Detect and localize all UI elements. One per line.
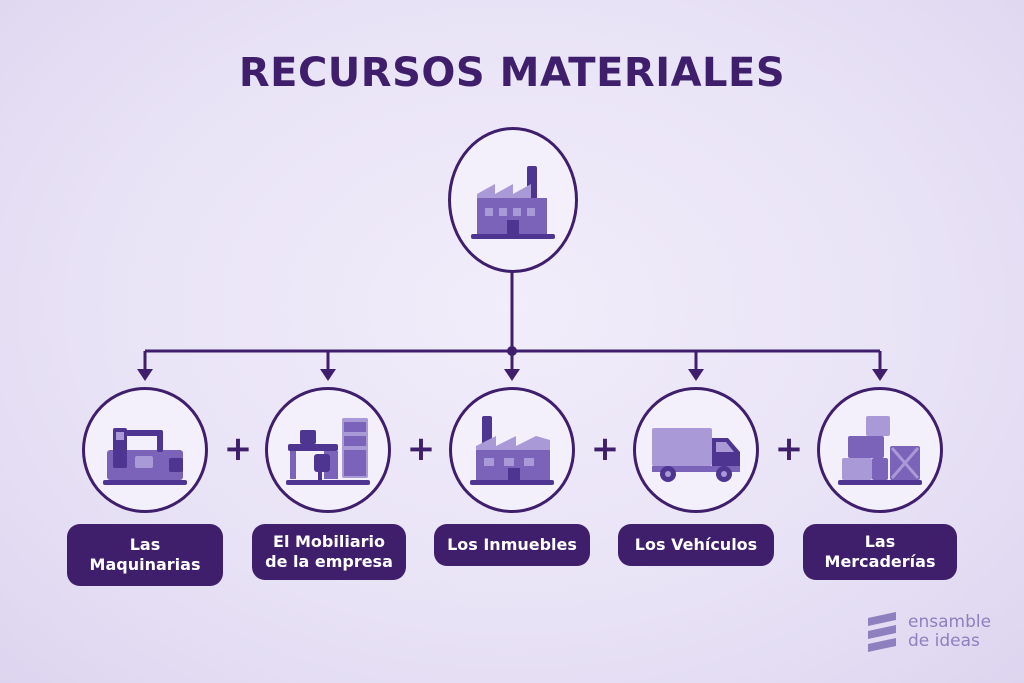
boxes-icon <box>838 416 922 485</box>
branch-drops <box>143 351 882 372</box>
arrowheads <box>137 369 888 381</box>
factory-icon <box>471 166 555 239</box>
diagram-title: RECURSOS MATERIALES <box>238 50 786 96</box>
node-vehiculos <box>633 387 759 513</box>
plus-sign-4: + <box>774 429 804 469</box>
plus-sign-3: + <box>590 429 620 469</box>
label-line: El Mobiliario <box>273 532 385 551</box>
logo-line-1: ensamble <box>908 612 992 632</box>
building-icon <box>470 416 554 485</box>
plus-sign-2: + <box>406 429 436 469</box>
label-mercaderias: Las Mercaderías <box>803 524 957 580</box>
arrowhead-5 <box>872 369 888 381</box>
ensamble-logo-icon <box>868 612 896 652</box>
label-line: de la empresa <box>265 552 393 571</box>
logo-line-2: de ideas <box>908 631 980 651</box>
label-line: Los Inmuebles <box>447 535 577 554</box>
node-mobiliario <box>265 387 391 513</box>
label-line: Las Maquinarias <box>89 535 201 574</box>
label-line: Las <box>864 532 896 551</box>
machinery-icon <box>103 428 187 485</box>
brand-logo: ensamble de ideas <box>866 612 991 652</box>
label-inmuebles: Los Inmuebles <box>434 524 590 566</box>
label-mobiliario: El Mobiliario de la empresa <box>252 524 406 580</box>
arrowhead-1 <box>137 369 153 381</box>
logo-text: ensamble de ideas <box>908 613 991 651</box>
node-maquinarias <box>82 387 208 513</box>
arrowhead-3 <box>504 369 520 381</box>
label-vehiculos: Los Vehículos <box>618 524 774 566</box>
root-node <box>448 127 578 273</box>
arrowhead-2 <box>320 369 336 381</box>
node-inmuebles <box>449 387 575 513</box>
node-mercaderias <box>817 387 943 513</box>
arrowhead-4 <box>688 369 704 381</box>
office-furniture-icon <box>286 418 370 485</box>
label-maquinarias: Las Maquinarias <box>67 524 223 586</box>
label-line: Los Vehículos <box>634 535 758 554</box>
truck-icon <box>652 428 740 482</box>
plus-sign-1: + <box>223 429 253 469</box>
label-line: Mercaderías <box>824 552 936 571</box>
